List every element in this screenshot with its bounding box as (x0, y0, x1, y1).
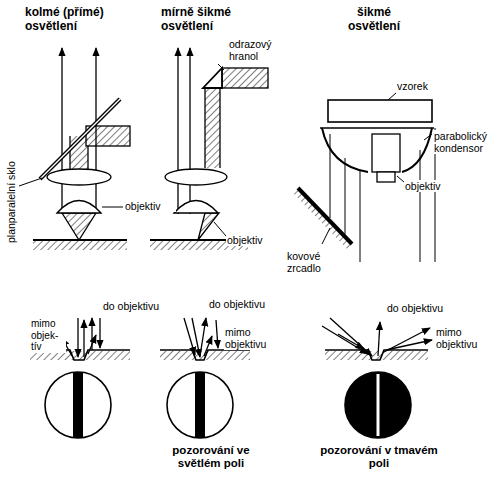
ray-label: mimo objektivu (224, 326, 286, 350)
perpendicular-setup (19, 48, 130, 250)
view-caption: pozorování ve světlém poli (150, 444, 272, 470)
part-label: kovové zrcadlo (286, 250, 332, 274)
part-label: odrazový hranol (228, 38, 290, 62)
column-heading: kolmé (přímé) osvětlení (24, 6, 126, 34)
field-views (45, 372, 411, 438)
part-label: parabolický kondensor (433, 130, 497, 154)
slightly-oblique-setup (150, 48, 268, 250)
part-label: objektiv (404, 180, 456, 192)
part-label: objektiv (226, 234, 278, 246)
surface-sketches (30, 318, 432, 360)
ray-label: mimo objek- tív (30, 318, 66, 353)
column-heading: šikmé osvětlení (338, 6, 410, 34)
view-caption: pozorování v tmavém poli (318, 444, 440, 470)
column-heading: mírně šikmé osvětlení (160, 6, 250, 34)
part-label: planparalelní sklo (5, 160, 17, 244)
part-label: objektiv (124, 200, 176, 212)
ray-label: do objektivu (102, 300, 174, 312)
ray-label: do objektivu (386, 302, 458, 314)
ray-label: mimo objektivu (435, 326, 497, 350)
oblique-setup (293, 93, 435, 262)
part-label: vzorek (396, 80, 448, 92)
ray-label: do objektivu (208, 298, 280, 310)
